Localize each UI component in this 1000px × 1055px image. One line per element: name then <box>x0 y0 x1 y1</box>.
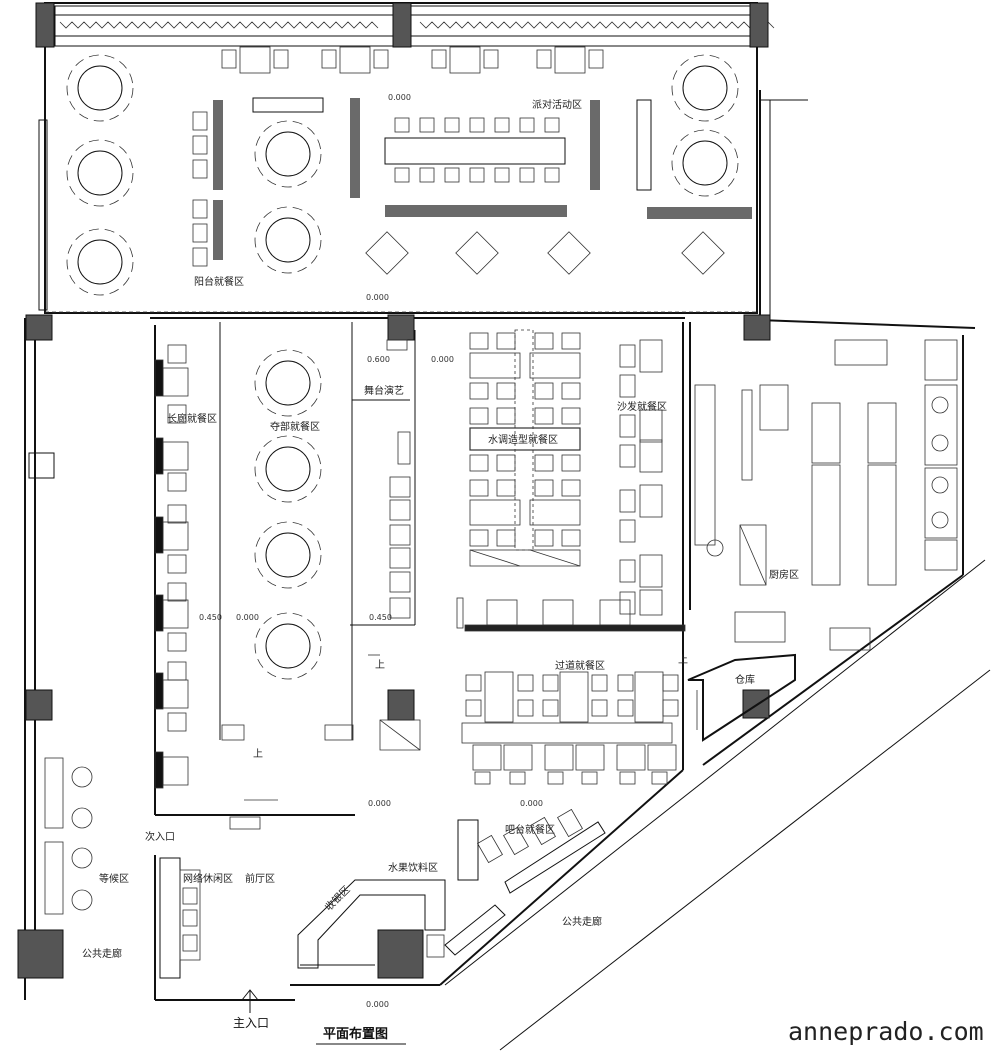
zone-balcony: 阳台就餐区 <box>194 275 244 288</box>
main-entrance-arrow <box>241 989 259 1013</box>
front-hall <box>44 757 278 979</box>
interior-walls <box>17 90 991 1051</box>
level-mark: 0.450 <box>199 613 222 622</box>
level-mark: 0.000 <box>431 355 454 364</box>
level-mark: 0.000 <box>520 799 543 808</box>
level-mark: 0.000 <box>388 93 411 102</box>
watermark: anneprado.com <box>788 1017 984 1046</box>
stairs <box>221 654 421 751</box>
entrance-labels: 次入口 主入口 上 上 上 <box>145 654 688 1030</box>
secondary-entrance: 次入口 <box>145 830 175 843</box>
plan-title: 平面布置图 <box>323 1026 388 1042</box>
level-mark: 0.000 <box>368 799 391 808</box>
zone-bar: 吧台就餐区 <box>505 823 555 836</box>
level-mark: 0.450 <box>369 613 392 622</box>
round-tables <box>66 54 739 680</box>
bar-counter <box>297 808 606 969</box>
zone-public-left: 公共走廊 <box>82 947 122 960</box>
level-mark: 0.000 <box>366 293 389 302</box>
zone-kitchen: 厨房区 <box>769 568 799 581</box>
zone-cashier: 收银区 <box>322 883 352 913</box>
kitchen-equipment <box>694 339 958 651</box>
level-marks: 0.000 0.000 0.600 0.000 0.450 0.000 0.45… <box>199 93 543 1009</box>
zone-corridor-dining: 长廊就餐区 <box>167 412 217 425</box>
zone-sofa: 沙发就餐区 <box>617 400 667 413</box>
up-label-2: 上 <box>253 748 263 760</box>
zone-public-right: 公共走廊 <box>562 915 602 928</box>
main-entrance: 主入口 <box>233 1016 269 1030</box>
level-mark: 0.000 <box>236 613 259 622</box>
zone-water: 水调造型就餐区 <box>488 433 558 446</box>
zone-internet: 网络休闲区 <box>183 872 233 885</box>
zone-labels: 派对活动区 阳台就餐区 长廊就餐区 夺部就餐区 舞台演艺 水调造型就餐区 沙发就… <box>82 98 799 960</box>
zone-waiting: 等候区 <box>99 872 129 885</box>
zone-hall: 前厅区 <box>245 872 275 885</box>
water-dining-tables <box>469 329 581 567</box>
up-label-3: 上 <box>678 654 688 666</box>
zone-warehouse: 仓库 <box>735 673 755 686</box>
zone-stage: 舞台演艺 <box>364 384 404 397</box>
up-label-1: 上 <box>375 659 385 671</box>
sofa-seating <box>456 339 686 632</box>
transition-tables <box>461 671 679 785</box>
zone-fruit-drink: 水果饮料区 <box>388 861 438 874</box>
zone-party: 派对活动区 <box>532 98 582 111</box>
stage-seating <box>386 339 411 619</box>
level-mark: 0.600 <box>367 355 390 364</box>
zone-center-dining: 夺部就餐区 <box>270 420 320 433</box>
warehouse <box>687 653 796 742</box>
balcony-area <box>35 2 775 314</box>
corridor-booths <box>154 344 189 789</box>
level-mark: 0.000 <box>366 1000 389 1009</box>
zone-transition: 过道就餐区 <box>555 659 605 672</box>
